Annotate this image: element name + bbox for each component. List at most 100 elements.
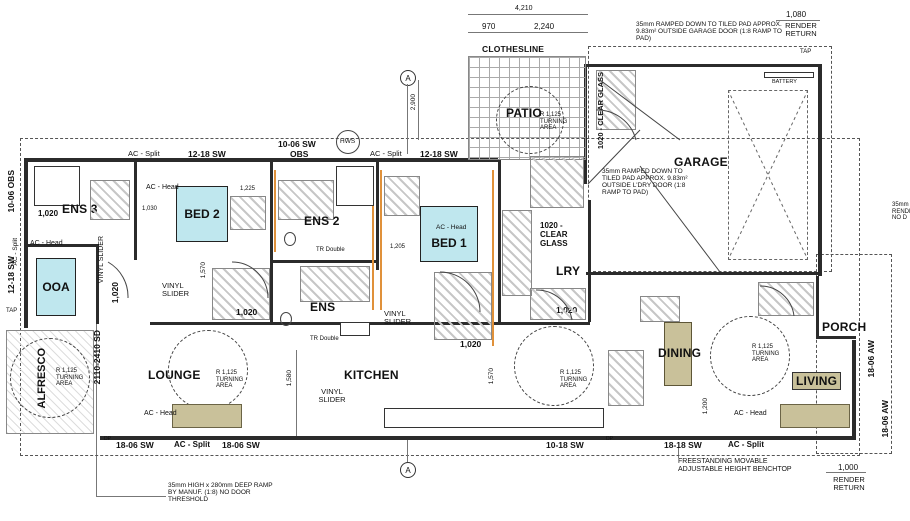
partition-bed1-lry <box>498 160 501 322</box>
garage-label: GARAGE <box>674 155 728 169</box>
partition-ooa-right <box>96 244 99 324</box>
dim-top-a: 970 <box>482 22 496 31</box>
lry-hatch-door <box>530 288 586 320</box>
ens3-fixtures <box>34 166 80 206</box>
ac-head-lounge: AC - Head <box>144 410 177 417</box>
render-return-top: RENDER RETURN <box>785 21 817 39</box>
bed1-hatch-top <box>384 176 420 216</box>
benchtop-leader <box>678 448 679 458</box>
dim-line-bottom-right <box>826 472 866 473</box>
ooa-label: OOA <box>42 280 70 294</box>
ens3-hatch <box>90 180 130 220</box>
lounge-turning-area: R 1,125 TURNING AREA <box>216 370 244 390</box>
section-line-top <box>407 84 408 154</box>
dim-line-top-right <box>776 20 820 21</box>
window-18-18-sw: 18-18 SW <box>664 440 702 450</box>
ens-vanity <box>340 322 370 336</box>
lry-hatch <box>502 210 532 296</box>
kitchen-bench <box>384 408 604 428</box>
kitchen-turning-area: R 1,125 TURNING AREA <box>560 370 588 390</box>
partition-ens2-bed1 <box>376 160 379 270</box>
bed2-door-1020: 1,020 <box>236 307 258 317</box>
ac-split-top-mid: AC - Split <box>370 149 402 158</box>
section-marker-bottom: A <box>400 462 416 478</box>
tr-double-ens: TR Double <box>310 336 339 342</box>
battery-label: BATTERY <box>772 79 797 85</box>
section-marker-top: A <box>400 70 416 86</box>
partition-bed2-ens2 <box>270 160 273 322</box>
frame-accent-3 <box>380 170 382 310</box>
wall-left <box>24 158 28 328</box>
garage-cross <box>728 90 808 260</box>
ac-split-bottom-1: AC - Split <box>174 440 210 449</box>
ens2-toilet <box>284 232 296 246</box>
kitchen-hatch <box>608 350 644 406</box>
dim-line-top2 <box>468 32 588 33</box>
window-18-06-sw-1: 18-06 SW <box>116 440 154 450</box>
dim-top-b: 2,240 <box>534 22 555 31</box>
dim-line-top <box>468 14 588 15</box>
partition-ooa <box>26 244 96 247</box>
ac-split-bottom-2: AC - Split <box>728 440 764 449</box>
dining-label: DINING <box>658 346 702 360</box>
threshold-leader-v <box>96 324 97 496</box>
alfresco-turning-area: R 1,125 TURNING AREA <box>56 368 84 388</box>
wall-garage-bottom <box>586 272 822 275</box>
kitchen-label: KITCHEN <box>344 368 399 382</box>
vinyl-slider-bed1: VINYL SLIDER <box>384 309 412 327</box>
bed2-hatch-top <box>230 196 266 230</box>
ens2-label: ENS 2 <box>304 214 340 228</box>
ens3-label: ENS 3 <box>62 202 98 216</box>
alfresco-turning-circle <box>10 338 90 418</box>
bed2-bed: BED 2 <box>176 186 228 242</box>
window-18-06-sw-2: 18-06 SW <box>222 440 260 450</box>
hws-unit <box>336 130 360 154</box>
partition-ens-top <box>272 260 376 263</box>
ens3-dim: 1,020 <box>38 209 59 218</box>
vinyl-slider-bed2: VINYL SLIDER <box>162 281 190 299</box>
patio-hatch <box>596 70 636 130</box>
section-line-bottom <box>407 440 408 462</box>
dim-bottom-right: 1,000 <box>838 463 859 472</box>
boundary-garage <box>588 46 832 272</box>
bed1-dim-1205: 1,205 <box>390 244 406 250</box>
bed1-label: BED 1 <box>431 236 467 250</box>
ac-head-bed1: AC - Head <box>436 224 467 231</box>
ac-head-ooa: AC - Head <box>30 240 63 247</box>
lry-label: LRY <box>556 264 581 278</box>
frame-accent-4 <box>492 170 494 346</box>
window-10-06-sw: 10-06 SW <box>278 139 316 149</box>
clothesline-label: CLOTHESLINE <box>482 44 545 54</box>
ens-label: ENS <box>310 300 336 314</box>
window-12-18-sw-bed1: 12-18 SW <box>420 149 458 159</box>
boundary-main <box>20 138 860 456</box>
tr-double-ens2: TR Double <box>316 247 345 253</box>
clear-glass-lry: 1020 - CLEAR GLASS <box>540 221 568 248</box>
wall-garage-right <box>818 64 822 276</box>
garage-ramp-note: 35mm RAMPED DOWN TO TILED PAD APPROX. 9.… <box>636 21 782 43</box>
tap-left: TAP <box>6 308 18 314</box>
ens2-shower <box>336 166 374 206</box>
wall-porch-left <box>816 276 819 336</box>
ac-head-living: AC - Head <box>734 410 767 417</box>
dim-2900-line <box>418 80 419 140</box>
porch-hatch <box>758 282 814 316</box>
dp-bottom-right: DP <box>606 436 613 442</box>
patio-turning-circle <box>496 86 564 154</box>
render-return-bottom: RENDER RETURN <box>833 475 865 493</box>
window-12-18-sw-bed2: 12-18 SW <box>188 149 226 159</box>
window-obs: OBS <box>290 149 309 159</box>
ac-head-bed2: AC - Head <box>146 184 179 191</box>
hws-label: HWS <box>340 138 356 145</box>
wall-garage-top <box>584 64 822 67</box>
wall-right-porch <box>816 336 856 339</box>
lry-hatch-right <box>530 156 584 208</box>
ens2-hatch <box>278 180 334 220</box>
ens-hatch <box>300 266 370 302</box>
ac-split-top-left: AC - Split <box>128 149 160 158</box>
wall-core-lower <box>150 322 590 325</box>
ldry-ramp-note: 35mm RAMPED DOWN TO TILED PAD APPROX. 9.… <box>602 168 688 197</box>
living-turning-circle <box>710 316 790 396</box>
bed2-hatch-door <box>212 268 270 320</box>
